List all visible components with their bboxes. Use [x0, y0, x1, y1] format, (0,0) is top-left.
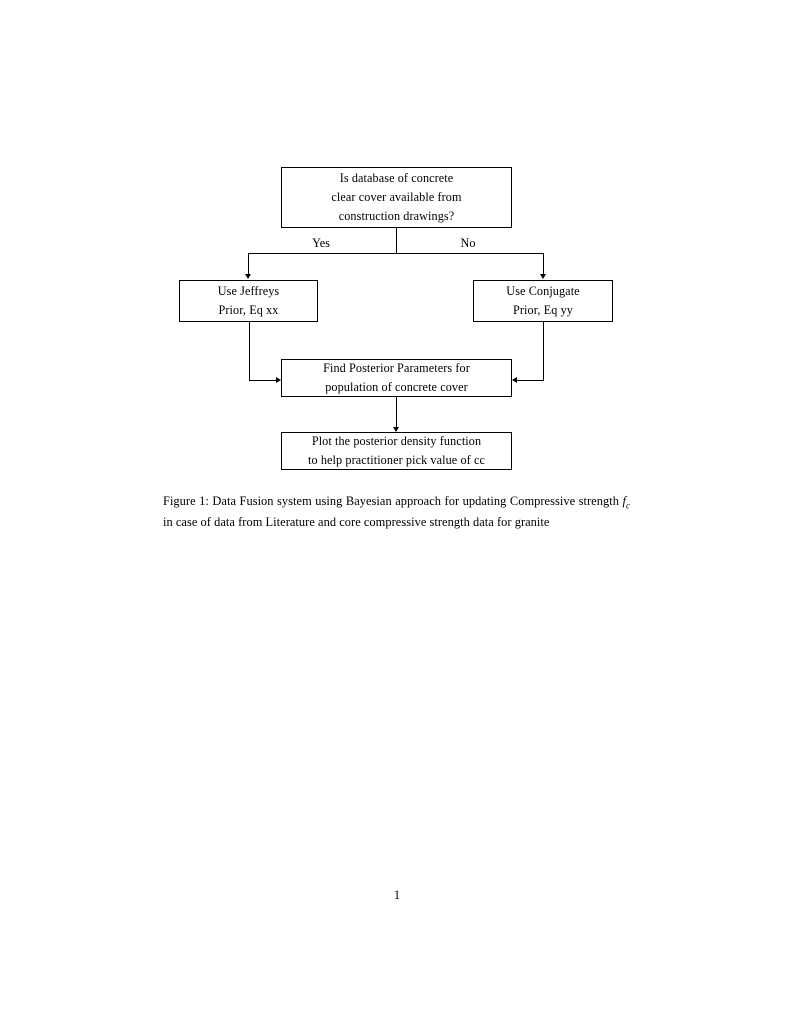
node-conjugate-line-2: Prior, Eq yy: [513, 303, 573, 317]
edge-question-stub: [396, 228, 397, 254]
edge-label-yes: Yes: [312, 236, 330, 250]
edge-posterior-to-plot-vertical: [396, 397, 397, 427]
caption-label: Figure 1:: [163, 494, 209, 508]
node-plot-line-1: Plot the posterior density function: [311, 434, 482, 449]
caption-text-before-math: Data Fusion system using Bayesian approa…: [208, 494, 623, 508]
caption-math-symbol: fc: [622, 494, 630, 511]
edge-conjugate-to-posterior-vertical: [543, 322, 544, 381]
flowchart-node-find-posterior-parameters: Find Posterior Parameters for population…: [281, 359, 512, 397]
node-conjugate-line-1: Use Conjugate: [506, 284, 580, 299]
figure-flowchart: Is database of concrete clear cover avai…: [0, 0, 794, 490]
edge-jeffreys-to-posterior-vertical: [249, 322, 250, 381]
caption-text-after-math: in case of data from Literature and core…: [163, 515, 550, 530]
edge-conjugate-to-posterior-arrowhead: [512, 377, 517, 383]
edge-no-drop: [543, 253, 544, 274]
node-question-line-2: clear cover available from: [331, 190, 462, 205]
edge-posterior-to-plot-arrowhead: [393, 427, 399, 432]
node-posterior-line-2: population of concrete cover: [325, 380, 468, 394]
caption-math-base: f: [622, 494, 626, 508]
node-jeffreys-line-1: Use Jeffreys: [217, 284, 280, 299]
edge-label-no: No: [460, 236, 476, 250]
page-number: 1: [393, 888, 401, 902]
edge-yes-drop: [248, 253, 249, 274]
flowchart-node-jeffreys-prior: Use Jeffreys Prior, Eq xx: [179, 280, 318, 322]
edge-conjugate-to-posterior-horizontal: [517, 380, 544, 381]
flowchart-node-plot-posterior-density: Plot the posterior density function to h…: [281, 432, 512, 470]
figure-caption: Figure 1: Data Fusion system using Bayes…: [163, 492, 630, 532]
edge-jeffreys-to-posterior-horizontal: [249, 380, 276, 381]
node-plot-line-2: to help practitioner pick value of cc: [308, 453, 485, 467]
edge-yes-arrowhead: [245, 274, 251, 279]
edge-no-arrowhead: [540, 274, 546, 279]
node-question-line-1: Is database of concrete: [339, 171, 454, 186]
node-posterior-line-1: Find Posterior Parameters for: [323, 361, 470, 376]
flowchart-node-conjugate-prior: Use Conjugate Prior, Eq yy: [473, 280, 613, 322]
node-jeffreys-line-2: Prior, Eq xx: [218, 303, 279, 317]
node-question-line-3: construction drawings?: [338, 208, 455, 223]
edge-split-bar: [248, 253, 544, 254]
flowchart-node-question: Is database of concrete clear cover avai…: [281, 167, 512, 228]
edge-jeffreys-to-posterior-arrowhead: [276, 377, 281, 383]
caption-math-subscript: c: [625, 500, 630, 511]
